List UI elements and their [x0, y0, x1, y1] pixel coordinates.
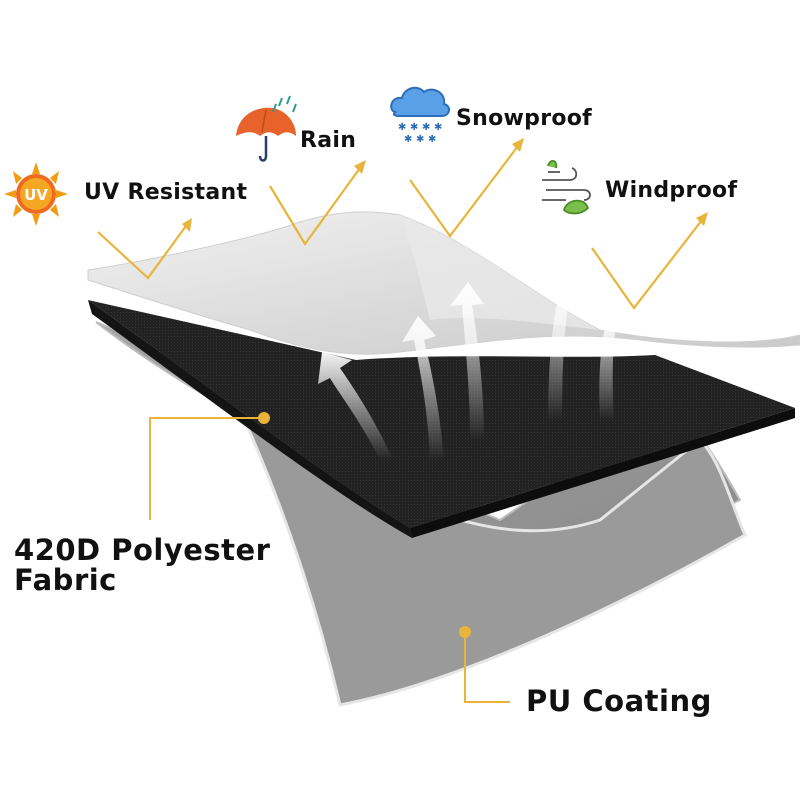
arrowhead: [696, 212, 708, 226]
svg-text:✱: ✱: [416, 134, 424, 145]
coating-marker-dot: [459, 626, 471, 638]
uv-resistant-label: UV Resistant: [84, 180, 248, 205]
arrowhead: [512, 138, 524, 152]
arrowhead: [182, 218, 192, 232]
rain-label: Rain: [300, 128, 357, 153]
uv-sun-icon: UV: [4, 162, 68, 226]
fabric-marker-dot: [258, 412, 270, 424]
callout-arrows: [97, 145, 703, 310]
svg-text:✱: ✱: [434, 122, 442, 133]
wind-leaf-icon: [542, 160, 591, 215]
arrowhead: [354, 160, 366, 174]
svg-text:✱: ✱: [398, 122, 406, 133]
pu-coating-label: PU Coating: [526, 684, 712, 718]
uv-badge-text: UV: [24, 186, 48, 204]
breathable-arrows: [318, 268, 628, 460]
snow-cloud-icon: ✱ ✱ ✱ ✱ ✱ ✱ ✱: [390, 86, 450, 145]
coating-leader-line: [464, 632, 510, 703]
svg-text:✱: ✱: [404, 134, 412, 145]
polyester-fabric-label: 420D Polyester Fabric: [14, 535, 271, 595]
polyester-fabric-layer: [88, 300, 795, 528]
fabric-leader-line: [149, 417, 264, 520]
umbrella-rain-icon: [236, 95, 297, 162]
polyester-fabric-edge: [410, 408, 795, 538]
svg-text:✱: ✱: [410, 122, 418, 133]
windproof-label: Windproof: [605, 178, 738, 203]
polyester-fabric-label-line1: 420D Polyester: [14, 533, 271, 567]
svg-text:✱: ✱: [422, 122, 430, 133]
polyester-fabric-label-line2: Fabric: [14, 563, 117, 597]
snowproof-label: Snowproof: [456, 106, 593, 131]
svg-text:✱: ✱: [428, 134, 436, 145]
